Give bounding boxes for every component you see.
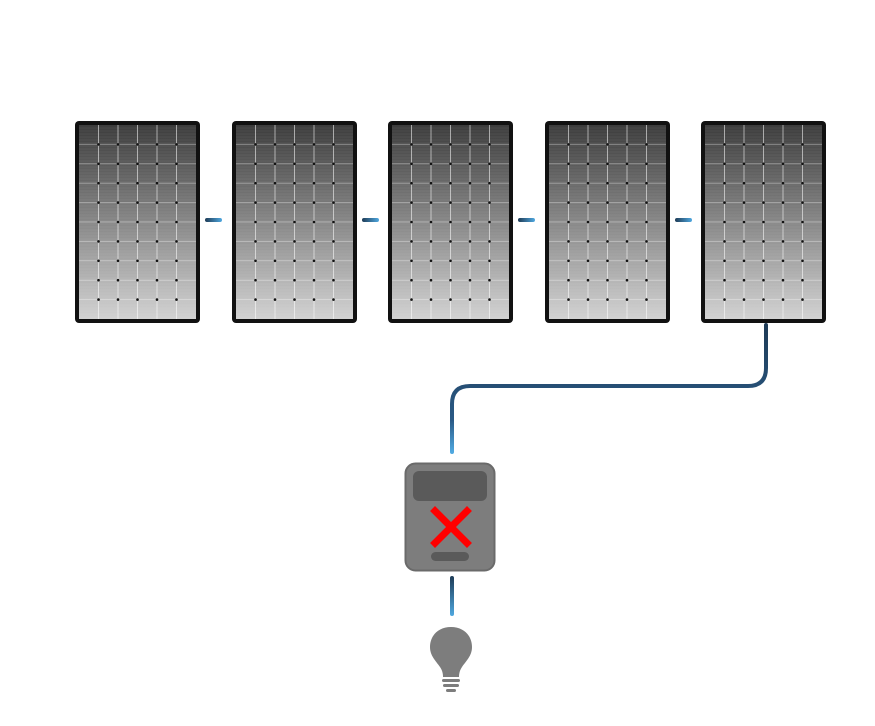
solar-panel-icon	[388, 121, 513, 323]
solar-panel-icon	[701, 121, 826, 323]
solar-panel-3	[388, 121, 513, 323]
solar-panel-icon	[75, 121, 200, 323]
solar-panel-2	[232, 121, 357, 323]
fault-x-icon	[430, 506, 472, 548]
panel-connector-3	[518, 218, 535, 222]
panel-connector-2	[362, 218, 379, 222]
solar-panel-icon	[545, 121, 670, 323]
panel-connector-1	[205, 218, 222, 222]
solar-panel-1	[75, 121, 200, 323]
solar-panel-4	[545, 121, 670, 323]
inverter-icon	[404, 462, 496, 572]
solar-panel-icon	[232, 121, 357, 323]
load-cable	[450, 576, 454, 616]
light-bulb-icon	[428, 626, 474, 694]
solar-panel-5	[701, 121, 826, 323]
panel-connector-4	[675, 218, 692, 222]
